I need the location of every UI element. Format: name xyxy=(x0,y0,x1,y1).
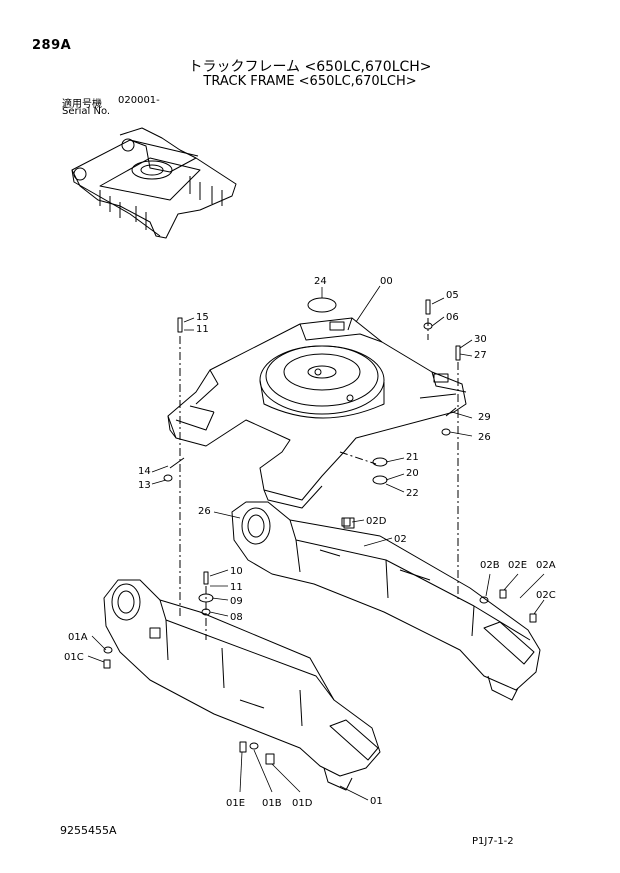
callout-01: 01 xyxy=(370,796,383,807)
callout-02D: 02D xyxy=(366,516,387,527)
page-reference: P1J7-1-2 xyxy=(472,836,514,847)
serial-number-value: 020001- xyxy=(118,95,160,106)
callout-02B: 02B xyxy=(480,560,500,571)
callout-08: 08 xyxy=(230,612,243,623)
callout-22: 22 xyxy=(406,488,419,499)
o-ring xyxy=(307,297,337,313)
callout-01D: 01D xyxy=(292,798,313,809)
callout-00: 00 xyxy=(380,276,393,287)
callout-01A: 01A xyxy=(68,632,88,643)
thumbnail-assembly xyxy=(71,127,237,239)
callout-05: 05 xyxy=(446,290,459,301)
leader-lines xyxy=(87,285,545,801)
callout-29: 29 xyxy=(478,412,491,423)
callout-27: 27 xyxy=(474,350,487,361)
document-number: 9255455A xyxy=(60,824,117,837)
callout-21: 21 xyxy=(406,452,419,463)
callout-20: 20 xyxy=(406,468,419,479)
upper-center-frame xyxy=(167,317,467,509)
left-side-frame xyxy=(103,579,381,791)
callout-30: 30 xyxy=(474,334,487,345)
callout-01B: 01B xyxy=(262,798,282,809)
page-code: 289A xyxy=(32,38,72,53)
callout-11-lower: 11 xyxy=(230,582,243,593)
callout-09: 09 xyxy=(230,596,243,607)
callout-26-lower: 26 xyxy=(198,506,211,517)
title-english: TRACK FRAME <650LC,670LCH> xyxy=(203,74,417,89)
callout-01E: 01E xyxy=(226,798,245,809)
callout-15: 15 xyxy=(196,312,209,323)
callout-06: 06 xyxy=(446,312,459,323)
callout-10: 10 xyxy=(230,566,243,577)
callout-02E: 02E xyxy=(508,560,527,571)
callout-26-upper: 26 xyxy=(478,432,491,443)
callout-02A: 02A xyxy=(536,560,556,571)
center-lines xyxy=(179,318,459,640)
callout-02C: 02C xyxy=(536,590,556,601)
callout-01C: 01C xyxy=(64,652,84,663)
callout-labels: 24 00 05 06 30 27 29 26 15 11 14 13 21 2… xyxy=(64,276,556,809)
serial-label-english: Serial No. xyxy=(62,106,111,117)
callout-24: 24 xyxy=(314,276,327,287)
right-side-frame xyxy=(231,501,541,701)
callout-13: 13 xyxy=(138,480,151,491)
serial-label-japanese: 適用号機 xyxy=(62,99,102,110)
callout-02: 02 xyxy=(394,534,407,545)
callout-14: 14 xyxy=(138,466,151,477)
callout-11-upper: 11 xyxy=(196,324,209,335)
title-japanese: トラックフレーム <650LC,670LCH> xyxy=(188,59,432,75)
